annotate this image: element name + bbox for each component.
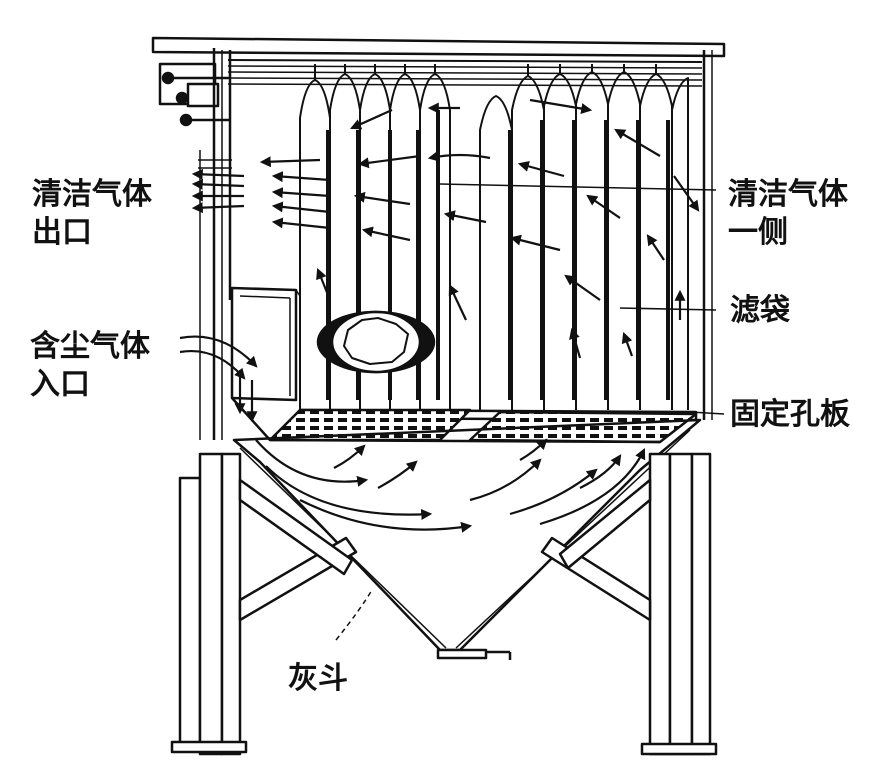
leader-lines (335, 183, 725, 641)
label-ash-hopper-text: 灰斗 (288, 661, 348, 696)
label-clean-gas-side: 清洁气体 一侧 (728, 176, 848, 252)
inspection-door (316, 310, 436, 374)
label-clean-gas-side-line2: 一侧 (728, 215, 788, 250)
label-ash-hopper: 灰斗 (288, 660, 348, 698)
label-clean-gas-side-line1: 清洁气体 (728, 177, 848, 212)
label-tube-sheet: 固定孔板 (730, 396, 850, 434)
valve-assembly (158, 62, 230, 127)
tube-sheet (231, 397, 698, 444)
label-clean-gas-outlet-line1: 清洁气体 (32, 177, 152, 212)
inlet-box (230, 286, 301, 402)
label-tube-sheet-text: 固定孔板 (730, 397, 850, 432)
roof-frame (151, 36, 726, 87)
flow-arrows (179, 98, 700, 533)
label-filter-bag-text: 滤袋 (730, 293, 790, 328)
support-legs (170, 452, 718, 756)
label-clean-gas-outlet-line2: 出口 (32, 215, 92, 250)
label-dusty-gas-inlet: 含尘气体 入口 (30, 328, 150, 404)
label-dusty-gas-inlet-line2: 入口 (30, 367, 90, 402)
label-filter-bag: 滤袋 (730, 292, 790, 330)
label-dusty-gas-inlet-line1: 含尘气体 (30, 329, 150, 364)
label-clean-gas-outlet: 清洁气体 出口 (32, 176, 152, 252)
